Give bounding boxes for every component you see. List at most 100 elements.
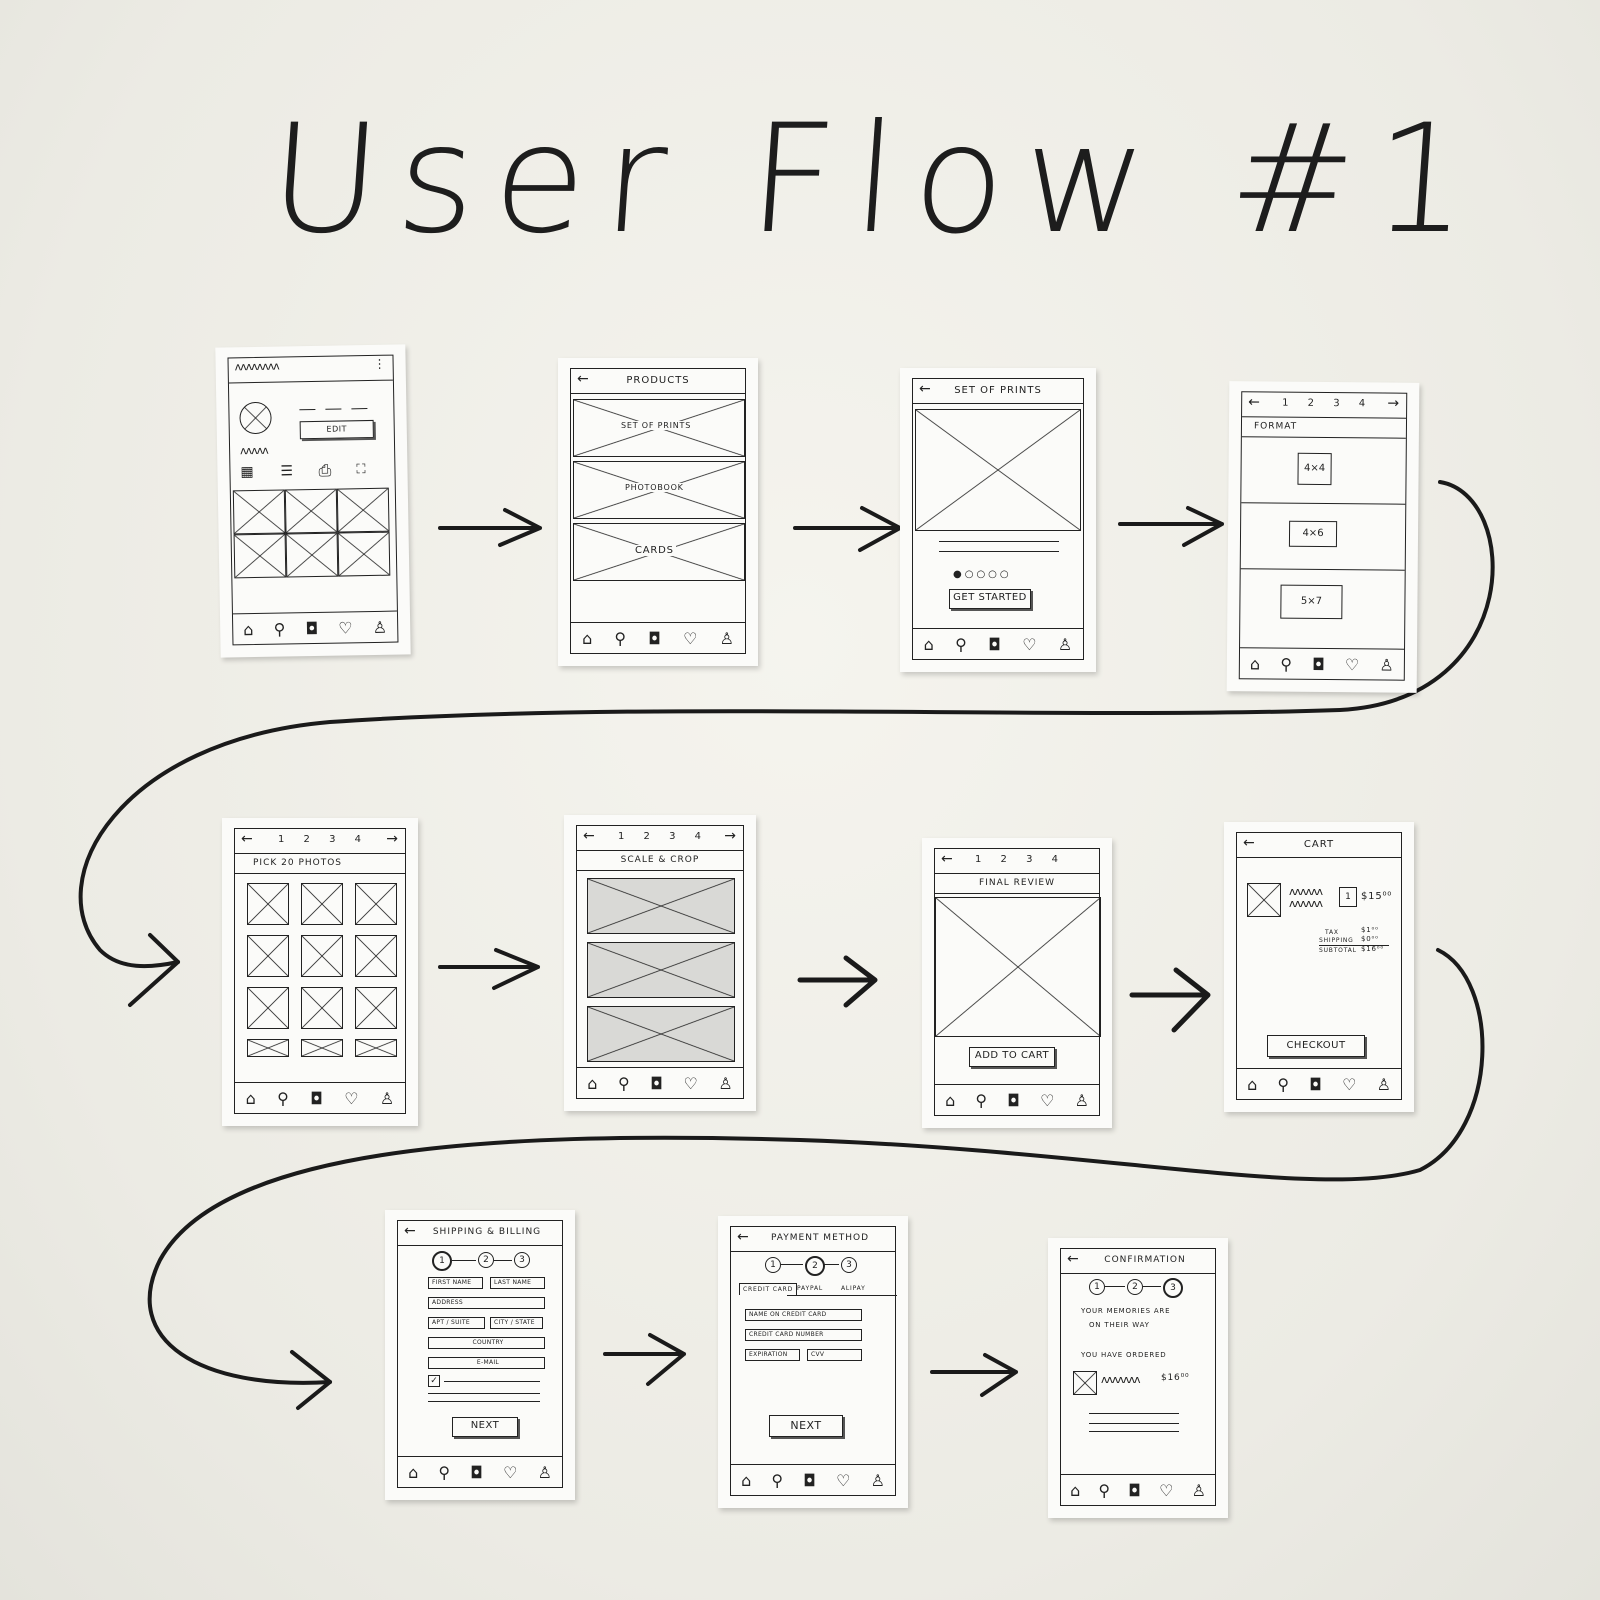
more-menu-icon[interactable]: ⋮ [373, 356, 387, 371]
profile-icon[interactable]: ♙ [1376, 1074, 1391, 1094]
home-icon[interactable]: ⌂ [245, 1088, 256, 1108]
profile-icon[interactable]: ♙ [870, 1470, 885, 1490]
camera-icon[interactable]: ◘ [305, 618, 319, 638]
name-on-card-field[interactable]: NAME ON CREDIT CARD [745, 1309, 862, 1321]
photo-thumb[interactable] [247, 1039, 289, 1057]
camera-icon[interactable]: ◘ [803, 1470, 816, 1490]
expiration-field[interactable]: EXPIRATION [745, 1349, 800, 1361]
home-icon[interactable]: ⌂ [741, 1470, 752, 1490]
photo-thumb[interactable] [247, 987, 289, 1029]
list-view-icon[interactable]: ☰ [280, 463, 294, 480]
photo-tile[interactable] [284, 488, 338, 534]
format-option-5x7[interactable]: 5×7 [1280, 584, 1343, 620]
apt-suite-field[interactable]: APT / SUITE [428, 1317, 485, 1329]
search-icon[interactable]: ⚲ [771, 1470, 784, 1490]
heart-icon[interactable]: ♡ [683, 1073, 698, 1093]
address-field[interactable]: ADDRESS [428, 1297, 545, 1309]
back-arrow-icon[interactable]: ← [404, 1223, 417, 1239]
home-icon[interactable]: ⌂ [1247, 1074, 1258, 1094]
crop-frame[interactable] [587, 1006, 735, 1062]
heart-icon[interactable]: ♡ [1022, 634, 1037, 654]
search-icon[interactable]: ⚲ [1098, 1480, 1111, 1500]
search-icon[interactable]: ⚲ [273, 619, 286, 639]
photo-thumb[interactable] [355, 987, 397, 1029]
back-arrow-icon[interactable]: ← [737, 1229, 750, 1245]
profile-icon[interactable]: ♙ [719, 628, 734, 648]
forward-arrow-icon[interactable]: → [724, 828, 737, 844]
home-icon[interactable]: ⌂ [1249, 653, 1261, 673]
camera-icon[interactable]: ◘ [1007, 1090, 1020, 1110]
city-state-field[interactable]: CITY / STATE [490, 1317, 543, 1329]
camera-icon[interactable]: ◘ [1309, 1074, 1322, 1094]
terms-checkbox[interactable]: ✓ [428, 1375, 440, 1387]
next-button[interactable]: NEXT [769, 1415, 843, 1437]
quantity-stepper[interactable]: 1 [1339, 887, 1357, 907]
photo-thumb[interactable] [355, 1039, 397, 1057]
back-arrow-icon[interactable]: ← [577, 371, 590, 387]
heart-icon[interactable]: ♡ [1040, 1090, 1055, 1110]
profile-icon[interactable]: ♙ [537, 1462, 552, 1482]
profile-icon[interactable]: ♙ [379, 1088, 395, 1108]
heart-icon[interactable]: ♡ [1344, 654, 1360, 674]
back-arrow-icon[interactable]: ← [241, 831, 254, 847]
back-arrow-icon[interactable]: ← [1067, 1251, 1080, 1267]
search-icon[interactable]: ⚲ [277, 1088, 289, 1108]
camera-icon[interactable]: ◘ [1128, 1480, 1141, 1500]
back-arrow-icon[interactable]: ← [919, 381, 932, 397]
print-icon[interactable]: ⎙ [318, 460, 332, 480]
tab-paypal[interactable]: PAYPAL [797, 1285, 824, 1292]
back-arrow-icon[interactable]: ← [1243, 835, 1256, 851]
format-option-4x4[interactable]: 4×4 [1297, 452, 1332, 486]
tagged-icon[interactable]: ⛶ [356, 462, 366, 478]
email-field[interactable]: E-MAIL [428, 1357, 545, 1369]
grid-view-icon[interactable]: ▦ [240, 464, 254, 481]
heart-icon[interactable]: ♡ [1159, 1480, 1174, 1500]
heart-icon[interactable]: ♡ [836, 1470, 851, 1490]
crop-frame[interactable] [587, 878, 735, 934]
next-button[interactable]: NEXT [452, 1417, 518, 1437]
camera-icon[interactable]: ◘ [470, 1462, 483, 1482]
edit-profile-button[interactable]: EDIT [299, 419, 374, 440]
profile-icon[interactable]: ♙ [1057, 634, 1073, 654]
crop-frame[interactable] [587, 942, 735, 998]
heart-icon[interactable]: ♡ [344, 1088, 359, 1108]
photo-thumb[interactable] [355, 883, 397, 925]
carousel-dots[interactable]: ●○○○○ [953, 569, 1012, 580]
camera-icon[interactable]: ◘ [310, 1088, 323, 1108]
profile-icon[interactable]: ♙ [1191, 1480, 1206, 1500]
heart-icon[interactable]: ♡ [503, 1462, 518, 1482]
photo-tile[interactable] [336, 487, 390, 533]
search-icon[interactable]: ⚲ [614, 628, 627, 648]
photo-thumb[interactable] [247, 883, 289, 925]
back-arrow-icon[interactable]: ← [941, 851, 954, 867]
photo-tile[interactable] [233, 533, 287, 579]
format-option-4x6[interactable]: 4×6 [1288, 520, 1338, 548]
tab-credit-card[interactable]: CREDIT CARD [739, 1283, 797, 1295]
search-icon[interactable]: ⚲ [617, 1073, 630, 1093]
forward-arrow-icon[interactable]: → [1387, 395, 1401, 412]
profile-icon[interactable]: ♙ [1379, 654, 1394, 675]
checkout-button[interactable]: CHECKOUT [1267, 1035, 1365, 1057]
add-to-cart-button[interactable]: ADD TO CART [969, 1047, 1055, 1067]
profile-icon[interactable]: ♙ [372, 617, 388, 637]
cvv-field[interactable]: CVV [807, 1349, 862, 1361]
home-icon[interactable]: ⌂ [243, 619, 254, 639]
profile-icon[interactable]: ♙ [1074, 1090, 1089, 1110]
camera-icon[interactable]: ◘ [648, 628, 661, 648]
photo-thumb[interactable] [301, 883, 343, 925]
photo-thumb[interactable] [355, 935, 397, 977]
heart-icon[interactable]: ♡ [683, 628, 698, 648]
card-number-field[interactable]: CREDIT CARD NUMBER [745, 1329, 862, 1341]
home-icon[interactable]: ⌂ [945, 1090, 956, 1110]
home-icon[interactable]: ⌂ [582, 628, 593, 648]
back-arrow-icon[interactable]: ← [583, 828, 596, 844]
camera-icon[interactable]: ◘ [1312, 654, 1325, 674]
get-started-button[interactable]: GET STARTED [949, 589, 1031, 609]
camera-icon[interactable]: ◘ [650, 1073, 663, 1093]
search-icon[interactable]: ⚲ [975, 1090, 988, 1110]
search-icon[interactable]: ⚲ [1280, 654, 1293, 674]
photo-thumb[interactable] [247, 935, 289, 977]
forward-arrow-icon[interactable]: → [386, 831, 399, 847]
search-icon[interactable]: ⚲ [955, 634, 967, 654]
camera-icon[interactable]: ◘ [988, 634, 1001, 654]
